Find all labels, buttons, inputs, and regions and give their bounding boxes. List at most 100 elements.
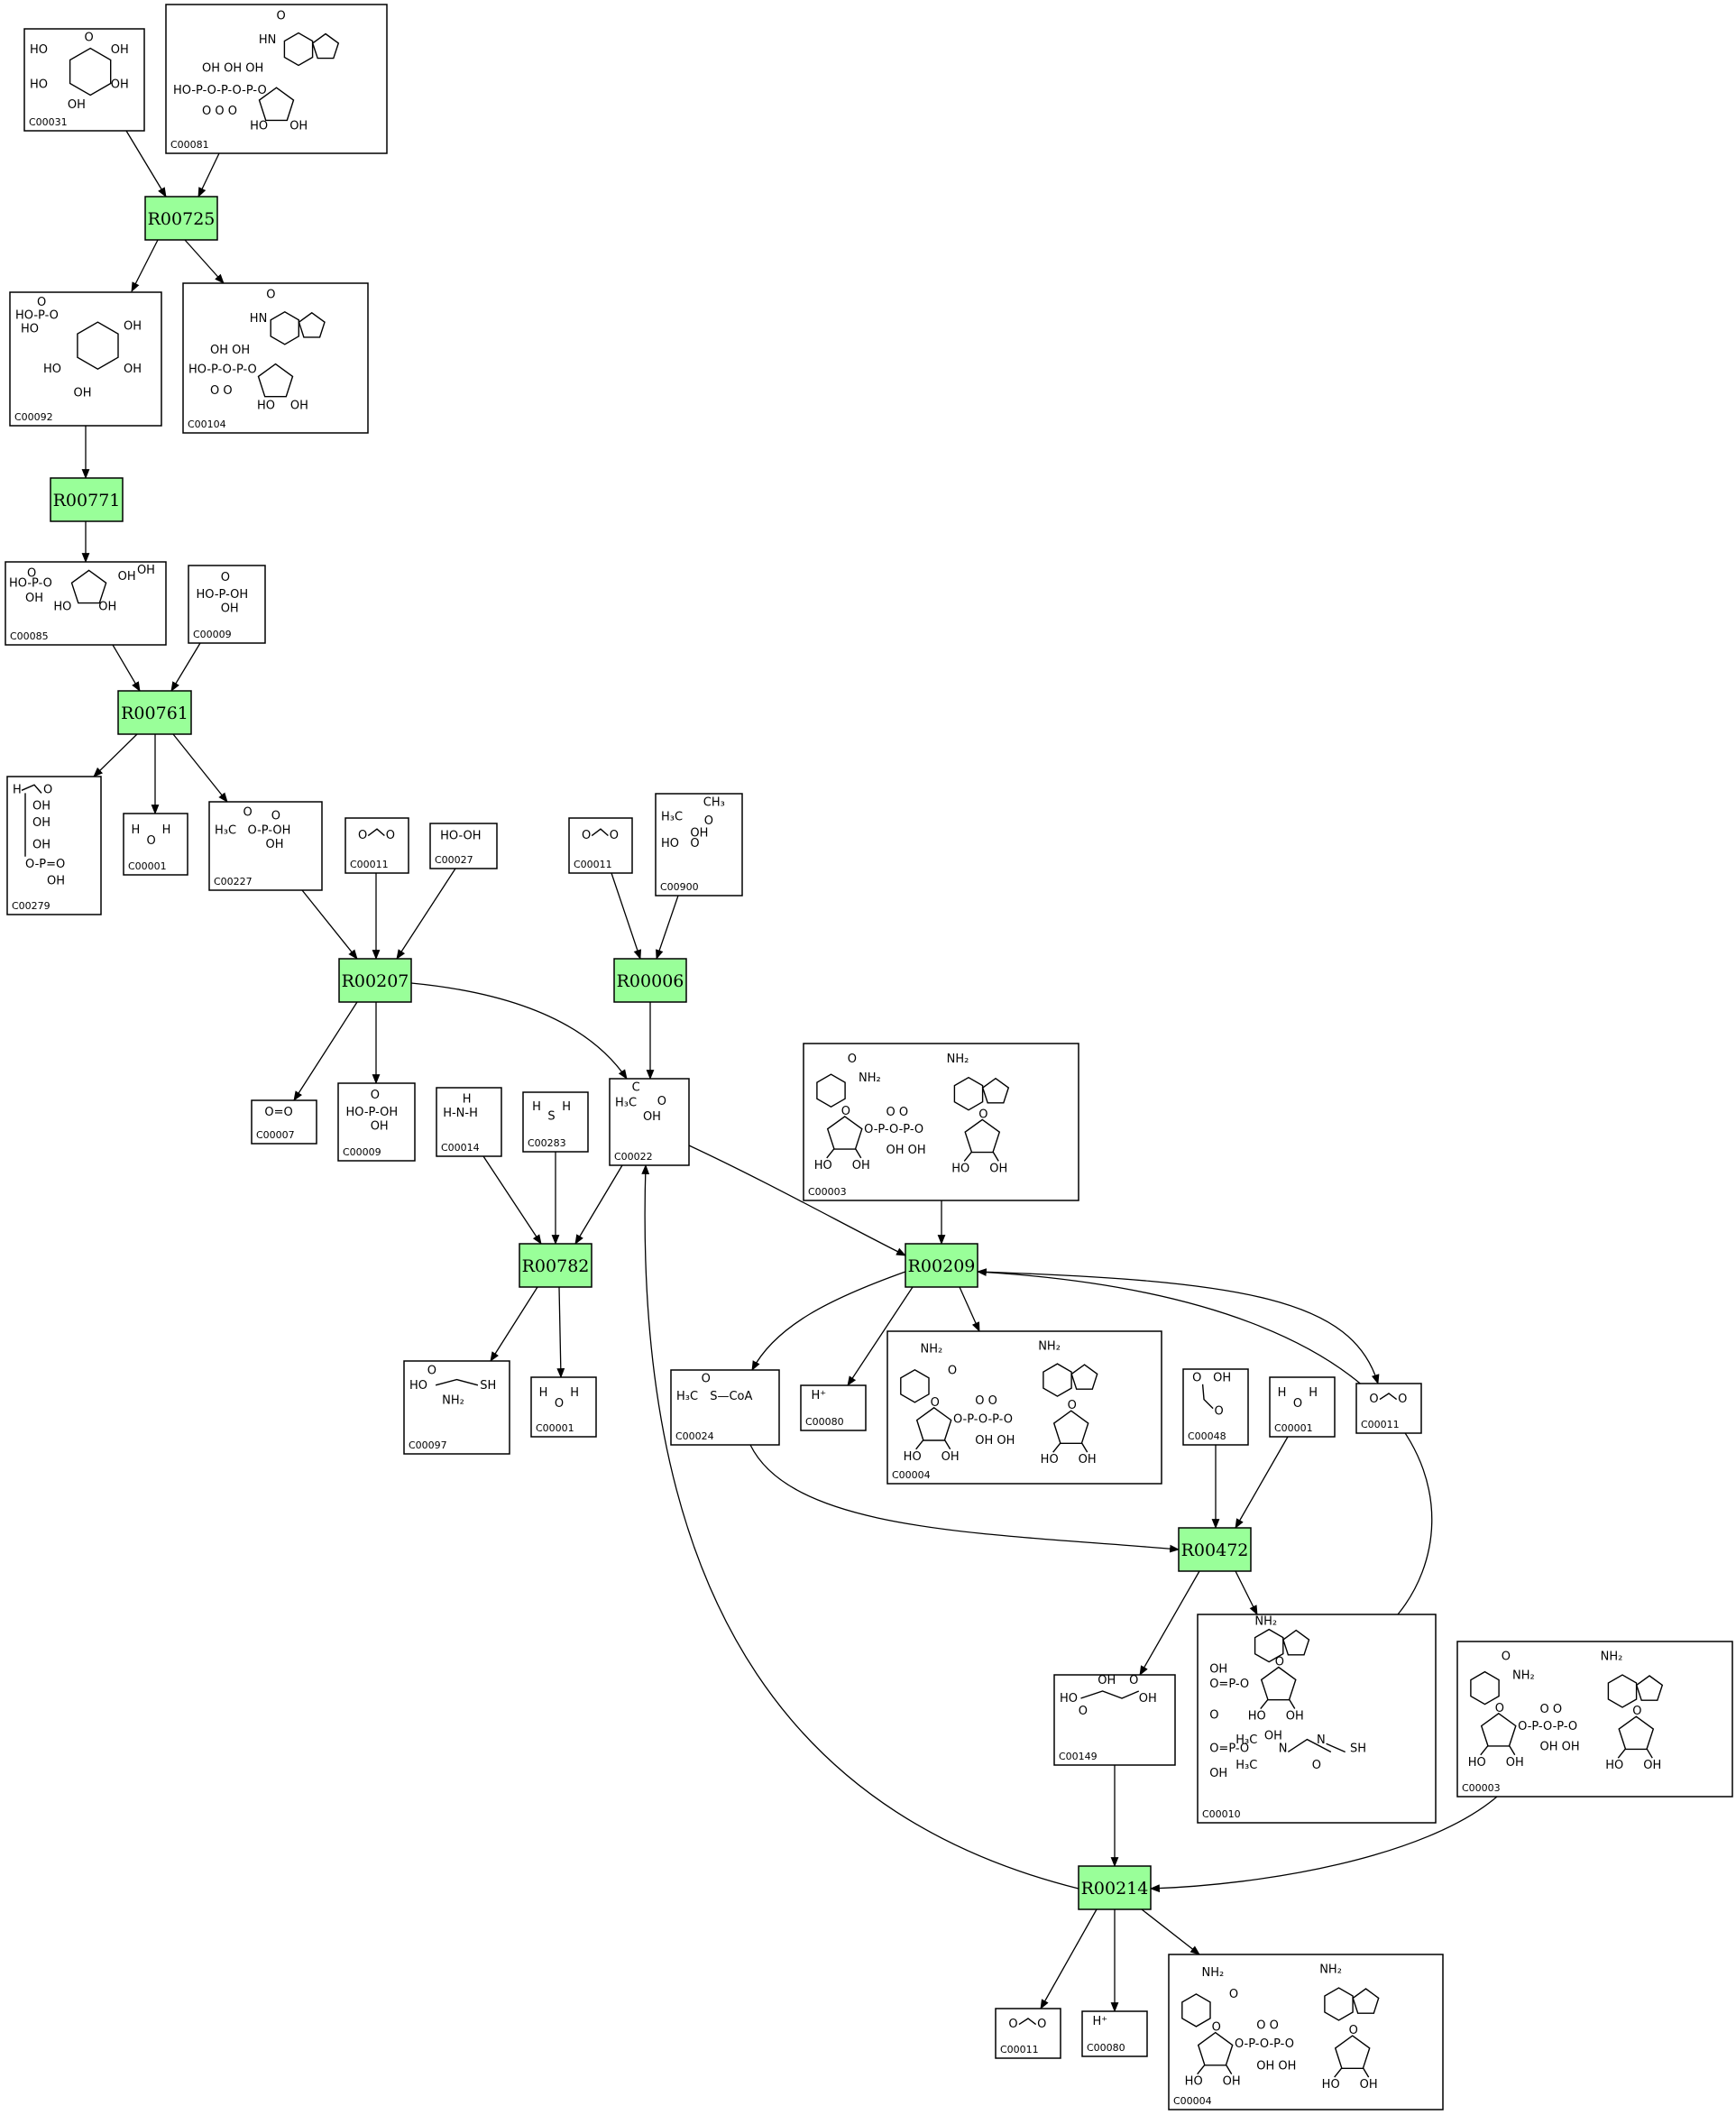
svg-text:O: O (1215, 1404, 1224, 1418)
svg-text:O-P-OH: O-P-OH (248, 823, 291, 837)
svg-text:HO: HO (1185, 2075, 1203, 2089)
svg-text:O: O (266, 289, 275, 302)
svg-text:OH: OH (289, 120, 308, 133)
compound-label: C00080 (805, 1416, 844, 1428)
compound-label: C00011 (1000, 2044, 1039, 2055)
svg-text:O: O (37, 296, 46, 309)
compound-box (182, 282, 369, 434)
svg-text:H₃C: H₃C (1235, 1759, 1257, 1772)
svg-text:HO: HO (53, 600, 71, 613)
svg-text:O: O (277, 10, 286, 23)
reaction-r00761[interactable]: R00761 (117, 690, 192, 735)
svg-text:OH: OH (1079, 1453, 1097, 1467)
reaction-box (905, 1243, 978, 1288)
reaction-r00209[interactable]: R00209 (905, 1243, 978, 1288)
svg-text:O: O (271, 810, 280, 823)
reaction-r00782[interactable]: R00782 (519, 1243, 592, 1288)
svg-text:O: O (582, 829, 591, 842)
compound-label: C00001 (128, 860, 167, 872)
svg-text:OH: OH (124, 363, 142, 376)
svg-text:HO: HO (21, 322, 39, 336)
h2o2-structure-icon: HO-OH (440, 830, 481, 843)
compound-c00080-b[interactable]: H⁺C00080 (1081, 2010, 1148, 2057)
reaction-r00006[interactable]: R00006 (613, 958, 687, 1003)
compound-box (251, 1099, 317, 1145)
edge-c00081-r00725 (197, 152, 220, 198)
compound-box (1168, 1954, 1444, 2110)
svg-text:HO: HO (43, 363, 61, 376)
compound-label: C00009 (343, 1146, 381, 1158)
svg-text:N: N (1279, 1742, 1288, 1755)
compound-c00080-a[interactable]: H⁺C00080 (800, 1384, 867, 1431)
reaction-r00472[interactable]: R00472 (1178, 1527, 1252, 1572)
svg-text:H₃C: H₃C (661, 810, 683, 823)
svg-text:HO: HO (250, 120, 268, 133)
svg-text:HO: HO (1060, 1692, 1078, 1706)
svg-text:OH: OH (32, 800, 51, 814)
svg-text:O: O (1229, 1988, 1238, 2001)
svg-text:H: H (1309, 1386, 1318, 1400)
reaction-r00771[interactable]: R00771 (50, 477, 124, 522)
svg-text:NH₂: NH₂ (1038, 1339, 1061, 1353)
svg-text:HO-P-O: HO-P-O (9, 577, 52, 591)
svg-text:O: O (1293, 1397, 1302, 1411)
svg-text:O: O (1037, 2018, 1046, 2031)
reaction-box (117, 690, 192, 735)
svg-text:O: O (555, 1397, 564, 1411)
reaction-r00207[interactable]: R00207 (338, 958, 412, 1003)
svg-text:O O: O O (886, 1106, 909, 1119)
edge-c00900-r00006 (656, 895, 679, 961)
svg-text:O: O (978, 1108, 987, 1121)
svg-text:HO: HO (1248, 1710, 1266, 1724)
edge-r00209-c00080 (847, 1286, 914, 1386)
edge-r00782-c00097 (490, 1286, 538, 1362)
edge-c00001-r00472 (1235, 1436, 1289, 1529)
svg-text:HO-OH: HO-OH (440, 830, 481, 843)
reaction-r00725[interactable]: R00725 (144, 196, 218, 241)
edge-r00214-c00004 (1141, 1908, 1200, 1955)
svg-text:H₃C: H₃C (676, 1390, 698, 1403)
reaction-r00214[interactable]: R00214 (1078, 1865, 1152, 1910)
svg-text:OH: OH (1209, 1767, 1227, 1780)
edge-r00214-c00022 (641, 1163, 1079, 1890)
svg-text:HO: HO (409, 1379, 427, 1393)
compound-box (803, 1043, 1079, 1201)
svg-text:OH: OH (852, 1159, 870, 1172)
reaction-box (50, 477, 124, 522)
edge-r00472-c00149 (1139, 1570, 1200, 1676)
